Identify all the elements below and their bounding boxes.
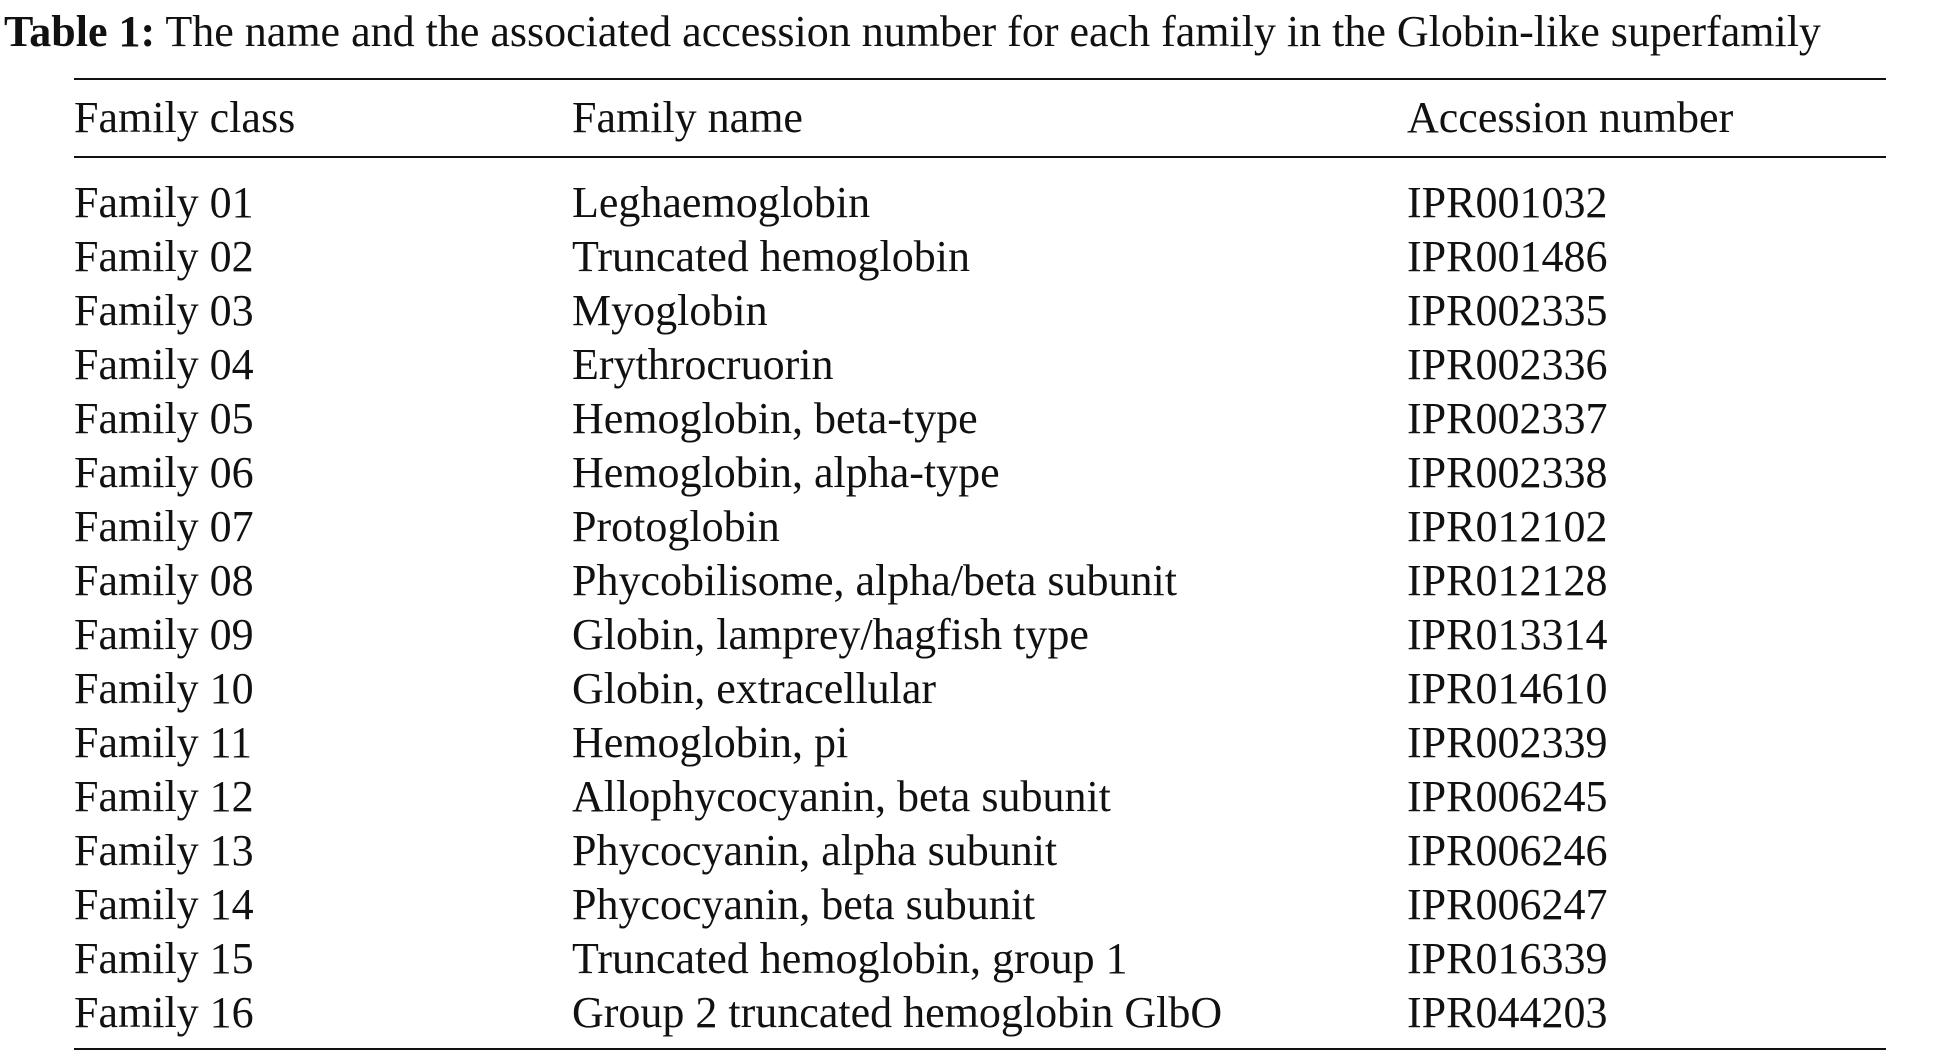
header-family-class: Family class (74, 93, 296, 142)
cell-accession-number: IPR001486 (1407, 232, 1608, 281)
cell-family-class: Family 14 (74, 880, 254, 929)
cell-family-name: Hemoglobin, beta-type (572, 394, 978, 443)
table-row: Family 05 Hemoglobin, beta-type IPR002337 (74, 392, 1886, 446)
cell-family-name: Truncated hemoglobin, group 1 (572, 934, 1128, 983)
cell-family-class: Family 11 (74, 718, 253, 767)
cell-family-name: Myoglobin (572, 286, 768, 335)
cell-family-class: Family 16 (74, 988, 254, 1037)
cell-family-class: Family 10 (74, 664, 254, 713)
table-row: Family 16 Group 2 truncated hemoglobin Gl… (74, 986, 1886, 1040)
cell-accession-number: IPR013314 (1407, 610, 1608, 659)
cell-accession-number: IPR006247 (1407, 880, 1608, 929)
table-row: Family 07 Protoglobin IPR012102 (74, 500, 1886, 554)
cell-family-name: Hemoglobin, pi (572, 718, 849, 767)
table-header-rule (74, 156, 1886, 158)
cell-accession-number: IPR014610 (1407, 664, 1608, 713)
cell-family-name: Group 2 truncated hemoglobin GlbO (572, 988, 1223, 1037)
cell-family-class: Family 05 (74, 394, 254, 443)
cell-family-class: Family 06 (74, 448, 254, 497)
cell-family-class: Family 02 (74, 232, 254, 281)
cell-accession-number: IPR006246 (1407, 826, 1608, 875)
table-row: Family 11 Hemoglobin, pi IPR002339 (74, 716, 1886, 770)
table-caption-label: Table 1: (4, 7, 156, 56)
cell-family-class: Family 09 (74, 610, 254, 659)
cell-family-class: Family 12 (74, 772, 254, 821)
cell-family-name: Globin, lamprey/hagfish type (572, 610, 1089, 659)
cell-accession-number: IPR002335 (1407, 286, 1608, 335)
cell-family-class: Family 13 (74, 826, 254, 875)
cell-accession-number: IPR002337 (1407, 394, 1608, 443)
cell-family-class: Family 03 (74, 286, 254, 335)
table-row: Family 08 Phycobilisome, alpha/beta subun… (74, 554, 1886, 608)
cell-family-name: Phycocyanin, beta subunit (572, 880, 1036, 929)
table-row: Family 06 Hemoglobin, alpha-type IPR002338 (74, 446, 1886, 500)
table-row: Family 09 Globin, lamprey/hagfish type IPR… (74, 608, 1886, 662)
cell-family-name: Allophycocyanin, beta subunit (572, 772, 1111, 821)
cell-accession-number: IPR006245 (1407, 772, 1608, 821)
cell-accession-number: IPR012128 (1407, 556, 1608, 605)
globin-family-table: Family class Family name Accession numbe… (74, 78, 1886, 1050)
cell-accession-number: IPR044203 (1407, 988, 1608, 1037)
cell-family-class: Family 04 (74, 340, 254, 389)
table-top-rule (74, 78, 1886, 80)
cell-family-name: Protoglobin (572, 502, 780, 551)
table-row: Family 04 Erythrocruorin IPR002336 (74, 338, 1886, 392)
table-row: Family 15 Truncated hemoglobin, group 1 IP… (74, 932, 1886, 986)
cell-family-name: Phycocyanin, alpha subunit (572, 826, 1058, 875)
table-row: Family 12 Allophycocyanin, beta subunit IP… (74, 770, 1886, 824)
cell-family-class: Family 15 (74, 934, 254, 983)
table-row: Family 14 Phycocyanin, beta subunit IPR006… (74, 878, 1886, 932)
table-bottom-rule (74, 1048, 1886, 1050)
header-accession-number: Accession number (1407, 93, 1734, 142)
table-caption-text: The name and the associated accession nu… (155, 7, 1821, 56)
cell-family-class: Family 01 (74, 178, 254, 227)
table-header-row: Family class Family name Accession numbe… (74, 80, 1886, 156)
cell-family-name: Phycobilisome, alpha/beta subunit (572, 556, 1177, 605)
cell-family-class: Family 08 (74, 556, 254, 605)
cell-accession-number: IPR016339 (1407, 934, 1608, 983)
table-row: Family 10 Globin, extracellular IPR014610 (74, 662, 1886, 716)
cell-family-name: Globin, extracellular (572, 664, 937, 713)
cell-accession-number: IPR012102 (1407, 502, 1608, 551)
cell-accession-number: IPR002339 (1407, 718, 1608, 767)
cell-accession-number: IPR002338 (1407, 448, 1608, 497)
cell-family-class: Family 07 (74, 502, 254, 551)
cell-family-name: Truncated hemoglobin (572, 232, 970, 281)
table-row: Family 13 Phycocyanin, alpha subunit IPR00… (74, 824, 1886, 878)
table-caption: Table 1: The name and the associated acc… (4, 4, 1821, 60)
cell-accession-number: IPR002336 (1407, 340, 1608, 389)
cell-family-name: Hemoglobin, alpha-type (572, 448, 1000, 497)
cell-family-name: Leghaemoglobin (572, 178, 871, 227)
header-family-name: Family name (572, 93, 803, 142)
cell-family-name: Erythrocruorin (572, 340, 834, 389)
table-row: Family 02 Truncated hemoglobin IPR001486 (74, 230, 1886, 284)
cell-accession-number: IPR001032 (1407, 178, 1608, 227)
table-row: Family 03 Myoglobin IPR002335 (74, 284, 1886, 338)
table-row: Family 01 Leghaemoglobin IPR001032 (74, 176, 1886, 230)
